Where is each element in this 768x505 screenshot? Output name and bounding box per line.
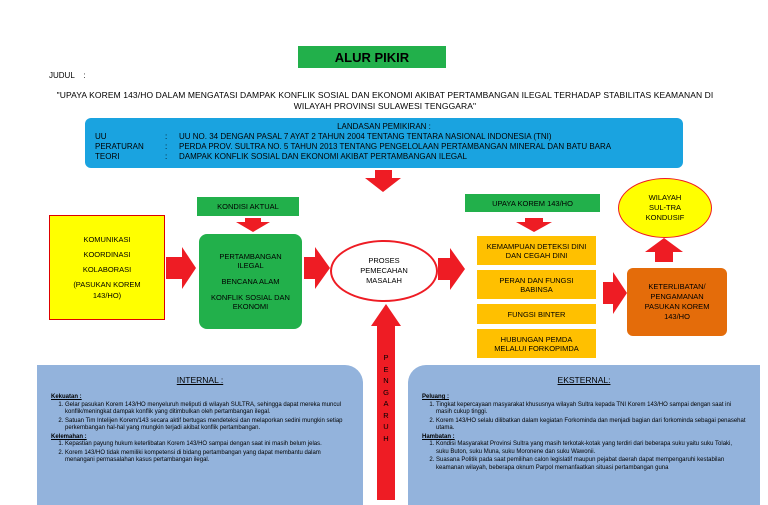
pengaruh-letter: G: [383, 387, 389, 397]
kondisi-item: BENCANA ALAM: [221, 277, 280, 286]
upaya-item: FUNGSI BINTER: [507, 309, 566, 319]
landasan-row: UU : UU NO. 34 DENGAN PASAL 7 AYAT 2 TAH…: [95, 132, 673, 142]
pengaruh-letter: N: [383, 376, 389, 385]
pengaruh-arrow: [371, 304, 401, 500]
landasan-row: PERATURAN : PERDA PROV. SULTRA NO. 5 TAH…: [95, 142, 673, 152]
peluang-item: Korem 143/HO selalu dilibatkan dalam keg…: [436, 418, 746, 433]
landasan-label: PERATURAN: [95, 142, 144, 151]
kelemahan-item: Korem 143/HO tidak memiliki kompetensi d…: [65, 450, 349, 465]
strategy-box: KOMUNIKASI KOORDINASI KOLABORASI (PASUKA…: [49, 215, 165, 320]
landasan-value: DAMPAK KONFLIK SOSIAL DAN EKONOMI AKIBAT…: [179, 152, 467, 161]
right-arrow-proses: [438, 248, 465, 290]
upaya-item: HUBUNGAN PEMDA MELALUI FORKOPIMDA: [494, 334, 579, 353]
strategy-item: KOMUNIKASI: [83, 235, 131, 244]
eksternal-title: EKSTERNAL:: [557, 375, 611, 385]
pengaruh-letter: U: [383, 422, 389, 431]
upaya-item: PERAN DAN FUNGSI BABINSA: [499, 275, 574, 294]
upaya-item-box: PERAN DAN FUNGSI BABINSA: [477, 270, 596, 299]
landasan-row: TEORI : DAMPAK KONFLIK SOSIAL DAN EKONOM…: [95, 152, 673, 162]
peluang-item: Tingkat kepercayaan masyarakat khususnya…: [436, 402, 746, 417]
strategy-item: (PASUKAN KOREM 143/HO): [73, 280, 141, 300]
kekuatan-label: Kekuatan :: [51, 394, 82, 400]
kekuatan-item: Satuan Tim Intelijen Korem/143 secara ak…: [65, 418, 349, 433]
right-arrow-kondisi: [304, 247, 330, 289]
upaya-label: UPAYA KOREM 143/HO: [492, 198, 573, 208]
strategy-item: KOORDINASI: [83, 250, 131, 259]
landasan-title: LANDASAN PEMIKIRAN :: [337, 122, 431, 131]
landasan-box: LANDASAN PEMIKIRAN : UU : UU NO. 34 DENG…: [85, 118, 683, 168]
kondisi-item: PERTAMBANGAN ILEGAL: [219, 252, 282, 270]
landasan-label: TEORI: [95, 152, 120, 161]
internal-panel: INTERNAL : Kekuatan : Gelar pasukan Kore…: [37, 365, 363, 505]
upaya-item: KEMAMPUAN DETEKSI DINI DAN CEGAH DINI: [486, 241, 587, 260]
landasan-label: UU: [95, 132, 107, 141]
pengaruh-letters: P E N G A R U H: [371, 352, 401, 444]
down-arrow-landasan: [365, 170, 401, 192]
pengaruh-letter: A: [383, 399, 389, 408]
kondisi-item: KONFLIK SOSIAL DAN EKONOMI: [211, 293, 290, 311]
landasan-value: UU NO. 34 DENGAN PASAL 7 AYAT 2 TAHUN 20…: [179, 132, 552, 141]
right-arrow-left: [166, 247, 196, 289]
landasan-colon: :: [165, 152, 168, 161]
landasan-value: PERDA PROV. SULTRA NO. 5 TAHUN 2013 TENT…: [179, 142, 612, 151]
kelemahan-label: Kelemahan :: [51, 433, 87, 440]
peluang-label: Peluang :: [422, 394, 450, 400]
hambatan-item: Kondisi Masyarakat Provinsi Sultra yang …: [436, 441, 746, 456]
page-title: ALUR PIKIR: [334, 49, 410, 65]
upaya-item-box: FUNGSI BINTER: [477, 304, 596, 324]
wilayah-ellipse: WILAYAH SUL-TRA KONDUSIF: [618, 178, 712, 238]
kekuatan-item: Gelar pasukan Korem 143/HO menyeluruh me…: [65, 402, 349, 417]
proses-ellipse: PROSES PEMECAHAN MASALAH: [330, 240, 438, 302]
landasan-colon: :: [165, 142, 168, 151]
judul-label: JUDUL :: [49, 71, 86, 80]
kondisi-label-box: KONDISI AKTUAL: [197, 197, 299, 216]
hambatan-label: Hambatan :: [422, 433, 455, 440]
title-box: ALUR PIKIR: [298, 46, 446, 68]
pengaruh-arrow-shape: [371, 304, 401, 500]
upaya-label-box: UPAYA KOREM 143/HO: [465, 194, 600, 212]
pengaruh-letter: R: [383, 410, 389, 420]
judul-text: "UPAYA KOREM 143/HO DALAM MENGATASI DAMP…: [56, 90, 714, 111]
proses-label: PROSES PEMECAHAN MASALAH: [360, 256, 408, 285]
pengaruh-letter: H: [383, 433, 389, 443]
wilayah-label: WILAYAH SUL-TRA KONDUSIF: [645, 193, 685, 222]
down-arrow-upaya: [516, 218, 552, 232]
pengaruh-letter: P: [383, 353, 389, 362]
hambatan-item: Suasana Politik pada saat pemilihan calo…: [436, 457, 746, 472]
kondisi-label: KONDISI AKTUAL: [217, 202, 279, 211]
right-arrow-upaya: [603, 272, 627, 314]
kondisi-box: PERTAMBANGAN ILEGAL BENCANA ALAM KONFLIK…: [199, 234, 302, 329]
landasan-colon: :: [165, 132, 168, 141]
strategy-item: KOLABORASI: [82, 265, 132, 274]
keterlibatan-label: KETERLIBATAN/ PENGAMANAN PASUKAN KOREM 1…: [644, 282, 710, 321]
keterlibatan-box: KETERLIBATAN/ PENGAMANAN PASUKAN KOREM 1…: [627, 268, 727, 336]
eksternal-panel: EKSTERNAL: Peluang : Tingkat kepercayaan…: [408, 365, 760, 505]
internal-title: INTERNAL :: [176, 375, 224, 385]
upaya-item-box: KEMAMPUAN DETEKSI DINI DAN CEGAH DINI: [477, 236, 596, 265]
pengaruh-letter: E: [383, 364, 389, 374]
down-arrow-kondisi: [236, 218, 270, 232]
kelemahan-item: Kepastian payung hukum keterlibatan Kore…: [65, 441, 349, 449]
upaya-item-box: HUBUNGAN PEMDA MELALUI FORKOPIMDA: [477, 329, 596, 358]
up-arrow-wilayah: [645, 238, 683, 262]
